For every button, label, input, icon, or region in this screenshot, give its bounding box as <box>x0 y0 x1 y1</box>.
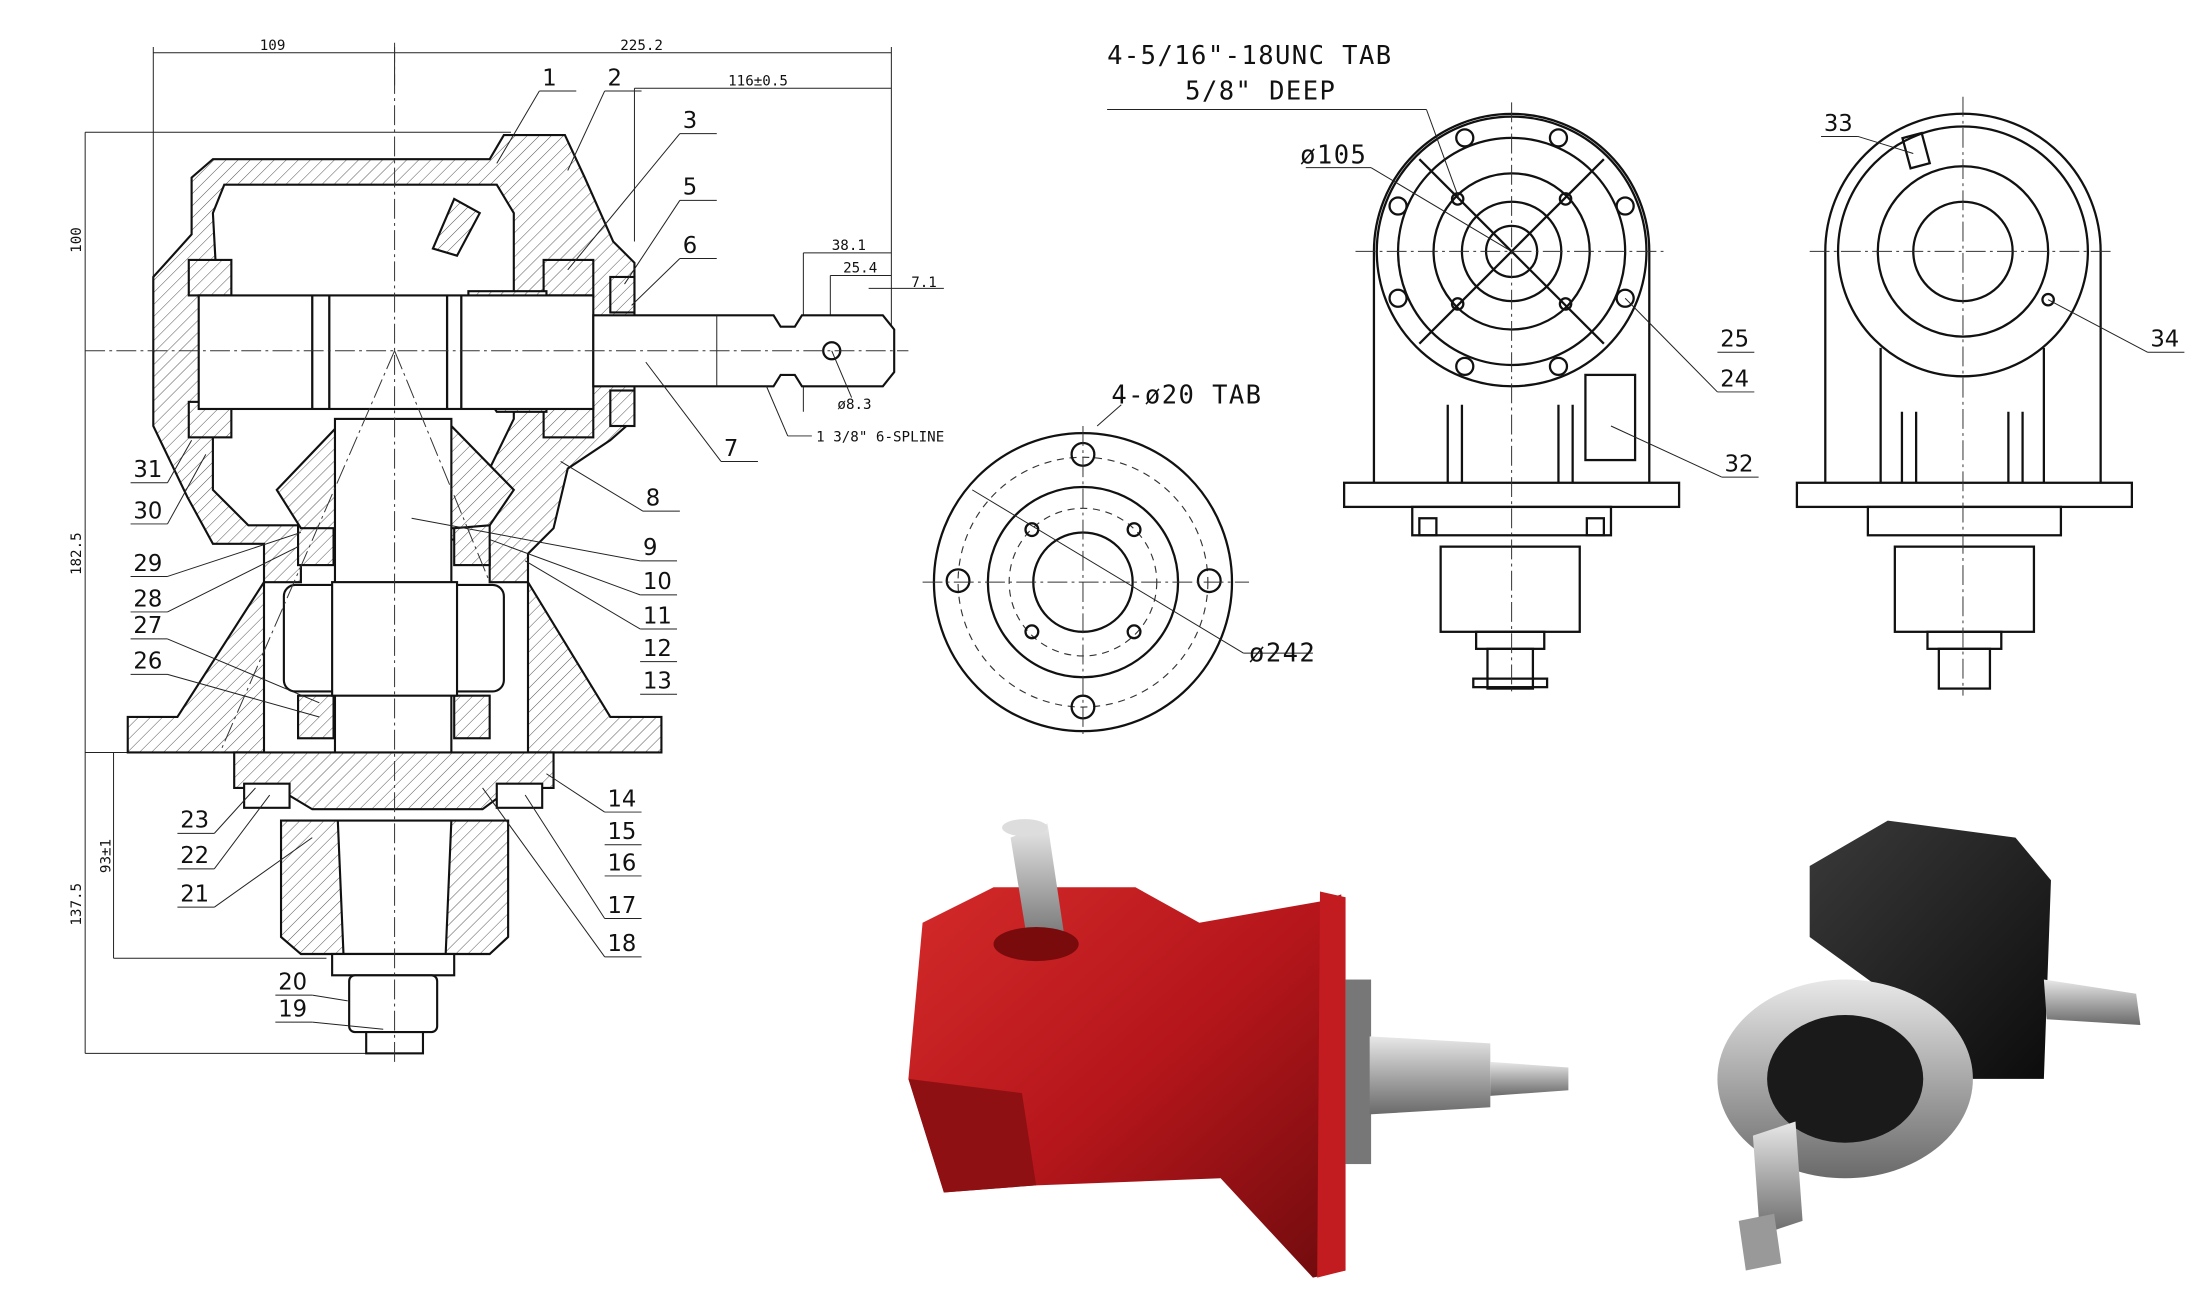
callout-label: 32 <box>1725 451 1754 477</box>
callout-label: 3 <box>683 108 697 134</box>
mounting-hole <box>1196 568 1222 594</box>
callout-leader <box>489 539 641 596</box>
dim-93: 93±1 <box>99 839 115 873</box>
callout-label: 2 <box>607 65 621 91</box>
callout-label: 12 <box>643 636 672 662</box>
callout-label: 18 <box>607 931 636 957</box>
callout-label: 33 <box>1824 111 1853 137</box>
dim-137-5: 137.5 <box>69 883 85 926</box>
callout-leader <box>1624 297 1718 393</box>
callout-label: 26 <box>133 649 162 675</box>
callout-label: 1 <box>542 65 556 91</box>
callout-leader <box>560 461 644 512</box>
mounting-hole <box>945 568 971 594</box>
flange-view <box>922 404 1313 739</box>
callout-leader <box>167 531 302 577</box>
callout-label: 23 <box>180 808 209 834</box>
dimension-labels: 109 225.2 116±0.5 100 182.5 137.5 93±1 3… <box>69 38 944 926</box>
callout-leader <box>482 787 606 958</box>
callout-label: 28 <box>133 586 162 612</box>
callout-label: 34 <box>2150 327 2179 353</box>
callout-label: 8 <box>646 485 660 511</box>
red-gearbox-photo <box>908 819 1569 1278</box>
dim-100: 100 <box>69 227 85 253</box>
callout-leader <box>167 454 207 525</box>
dim-242: ø242 <box>1249 639 1316 669</box>
callout-leader <box>213 787 256 834</box>
input-shaft <box>197 294 595 411</box>
callout-leader <box>411 517 641 562</box>
tapped-depth-note: 5/8" DEEP <box>1185 77 1336 107</box>
callout-leader <box>2047 299 2148 353</box>
callout-leader <box>624 200 681 285</box>
callout-label: 20 <box>278 969 307 995</box>
callout-leader <box>167 439 193 484</box>
front-view <box>1107 102 1681 696</box>
dim-38-1: 38.1 <box>832 238 866 254</box>
dim-225-2: 225.2 <box>620 38 663 54</box>
notes: 4-5/16"-18UNC TAB 5/8" DEEP ø105 4-ø20 T… <box>1107 41 1392 669</box>
callout-label: 19 <box>278 996 307 1022</box>
callout-label: 6 <box>683 233 697 259</box>
callout-label: 17 <box>607 893 636 919</box>
dim-7-1: 7.1 <box>911 275 937 291</box>
callout-leader <box>1857 135 1914 154</box>
callout-leader <box>631 258 681 306</box>
callout-leader <box>524 794 606 919</box>
section-view <box>84 42 944 1065</box>
callout-leader <box>524 560 641 630</box>
callout-leader <box>1610 425 1722 478</box>
callout-label: 9 <box>643 535 657 561</box>
callout-label: 5 <box>683 175 697 201</box>
dim-109: 109 <box>260 38 286 54</box>
callout-label: 14 <box>607 786 636 812</box>
callout-label: 11 <box>643 603 672 629</box>
side-view <box>1795 96 2134 696</box>
callout-label: 25 <box>1720 327 1749 353</box>
callout-label: 15 <box>607 819 636 845</box>
callout-leader <box>312 994 348 1002</box>
callout-label: 29 <box>133 551 162 577</box>
callout-label: 10 <box>643 569 672 595</box>
callout-label: 13 <box>643 669 672 695</box>
dim-25-4: 25.4 <box>843 261 877 277</box>
callout-leader <box>213 794 271 870</box>
callout-label: 27 <box>133 613 162 639</box>
dim-hole-8-3: ø8.3 <box>837 397 871 413</box>
callout-label: 31 <box>133 457 162 483</box>
dim-105: ø105 <box>1300 140 1367 170</box>
spline-spec: 1 3/8" 6-SPLINE <box>816 430 944 446</box>
callout-leader <box>167 673 320 718</box>
tapped-holes-note: 4-5/16"-18UNC TAB <box>1107 41 1392 71</box>
callout-label: 16 <box>607 850 636 876</box>
callout-leader <box>167 546 299 613</box>
callout-label: 7 <box>724 436 738 462</box>
callout-leader <box>567 133 681 271</box>
black-gearbox-photo <box>1717 820 2141 1271</box>
callout-label: 21 <box>180 881 209 907</box>
callout-leader <box>645 361 722 462</box>
dim-182-5: 182.5 <box>69 532 85 575</box>
callout-leader <box>167 638 320 704</box>
bolt-holes <box>1388 128 1635 377</box>
dim-116: 116±0.5 <box>728 73 788 89</box>
callout-leader <box>496 90 540 164</box>
callout-leader <box>312 1021 384 1030</box>
callout-label: 24 <box>1720 366 1749 392</box>
callout-label: 30 <box>133 498 162 524</box>
callout-label: 22 <box>180 843 209 869</box>
callout-leader <box>546 773 605 813</box>
flange-holes-note: 4-ø20 TAB <box>1111 380 1262 410</box>
callout-leader <box>214 837 313 908</box>
callout-leader <box>567 90 606 171</box>
